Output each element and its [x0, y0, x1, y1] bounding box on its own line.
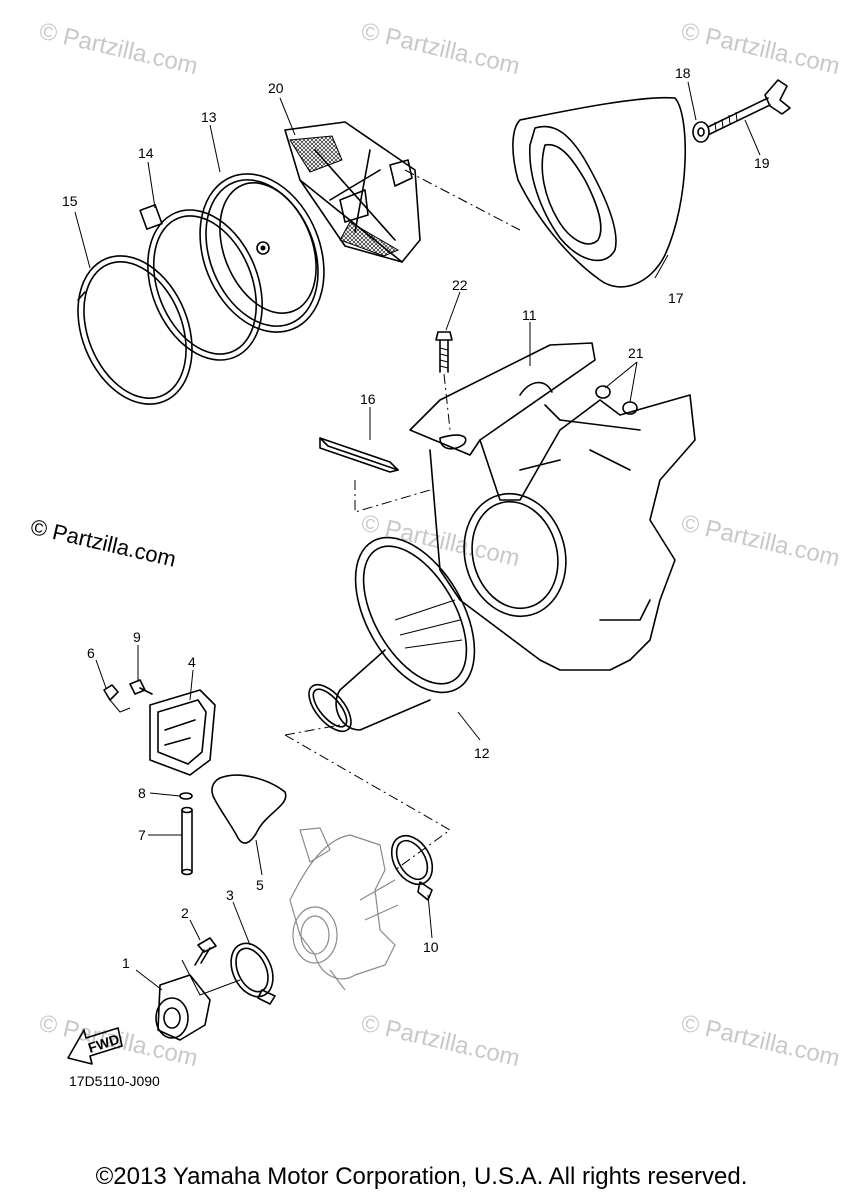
callout-14: 14: [138, 145, 154, 161]
watermark: © Partzilla.com: [37, 18, 201, 81]
part-22-bolt: [435, 331, 453, 431]
part-14-band: [139, 204, 263, 361]
leader-lines: [74, 81, 761, 991]
callout-18: 18: [675, 65, 691, 81]
callout-20: 20: [268, 80, 284, 96]
part-16-seal: [319, 437, 431, 513]
watermark: © Partzilla.com: [679, 18, 843, 81]
callout-8: 8: [138, 785, 146, 801]
callout-2: 2: [181, 905, 189, 921]
part-8-clip: [179, 792, 193, 800]
callout-12: 12: [474, 745, 490, 761]
part-3-clamp: [230, 942, 276, 1005]
watermark: © Partzilla.com: [679, 510, 843, 573]
part-15-ring: [77, 255, 193, 405]
callout-1: 1: [122, 955, 130, 971]
callout-labels: 1 2 3 4 5 6 7 8 9 10 11 12 13 14 15 16 1…: [62, 65, 770, 971]
assembly-line: [404, 169, 521, 231]
part-5-gasket: [211, 774, 287, 844]
callout-22: 22: [452, 277, 468, 293]
part-9-screw: [129, 679, 153, 695]
part-4-cover: [149, 689, 216, 776]
callout-11: 11: [522, 307, 537, 323]
callout-10: 10: [423, 939, 439, 955]
callout-19: 19: [754, 155, 770, 171]
part-6-screw: [103, 684, 131, 713]
callout-15: 15: [62, 193, 78, 209]
callout-16: 16: [360, 391, 376, 407]
watermark: © Partzilla.com: [359, 1010, 523, 1073]
part-10-clamp: [390, 834, 434, 901]
watermark: © Partzilla.com: [679, 1010, 843, 1073]
watermark: © Partzilla.com: [359, 18, 523, 81]
callout-17: 17: [668, 290, 684, 306]
assembly-line: [284, 724, 451, 871]
callout-21: 21: [628, 345, 644, 361]
carburetor-ghost: [289, 827, 399, 991]
part-19-wing-bolt: [692, 79, 791, 143]
callout-5: 5: [256, 877, 264, 893]
part-11-air-box: [409, 342, 696, 671]
watermark: © Partzilla.com: [359, 510, 523, 573]
part-12-joint: [308, 536, 476, 733]
part-7-hose: [181, 806, 193, 876]
callout-4: 4: [188, 654, 196, 670]
callout-9: 9: [133, 629, 141, 645]
part-13-filter: [199, 173, 325, 333]
part-1-cap: [155, 959, 241, 1041]
copyright-notice: ©2013 Yamaha Motor Corporation, U.S.A. A…: [95, 1163, 748, 1190]
diagram-code: 17D5110-J090: [69, 1073, 160, 1089]
callout-6: 6: [87, 645, 95, 661]
callout-3: 3: [226, 887, 234, 903]
part-20-filter-guide: [284, 121, 421, 263]
callout-7: 7: [138, 827, 146, 843]
part-17-cover: [512, 96, 687, 288]
part-2-screw: [194, 937, 217, 966]
callout-13: 13: [201, 109, 217, 125]
